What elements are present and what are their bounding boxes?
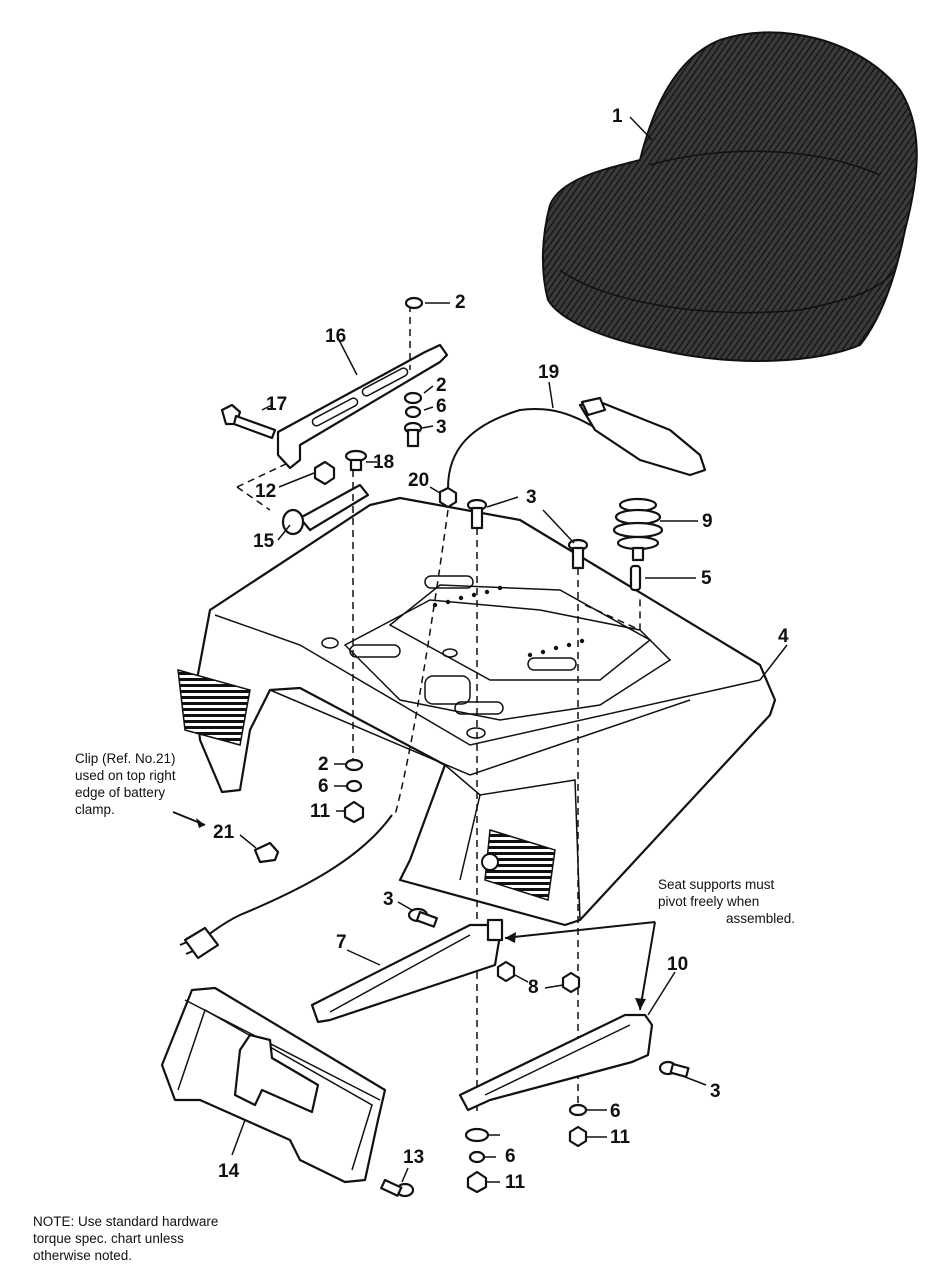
bolt [344,449,368,472]
callout-7: 7 [336,932,347,953]
bolt [403,421,423,448]
callout-8: 8 [528,977,539,998]
nut [313,460,336,486]
callout-6: 6 [436,396,447,417]
note-line: Clip (Ref. No.21) [75,751,176,766]
bolt [407,907,439,928]
leader-lines [231,116,788,1183]
callout-10: 10 [667,954,688,975]
callout-3: 3 [710,1081,721,1102]
bolt [380,1178,415,1198]
bolt [658,1060,690,1078]
callout-2: 2 [318,754,329,775]
seat-bracket [276,343,449,470]
callout-1: 1 [612,106,623,127]
nut [438,486,458,509]
callout-6: 6 [318,776,329,797]
callout-21: 21 [213,822,235,843]
note-line: NOTE: Use standard hardware [33,1214,219,1229]
note-line: used on top right [75,768,176,783]
callout-19: 19 [538,362,559,383]
callout-11: 11 [310,801,331,822]
callout-4: 4 [778,626,789,647]
callout-13: 13 [403,1147,424,1168]
washer [464,1127,490,1143]
note-line: pivot freely when [658,894,760,909]
callout-20: 20 [408,470,429,491]
battery-cover [160,986,387,1184]
clip-note: Clip (Ref. No.21) used on top right edge… [75,750,176,818]
callout-2: 2 [455,292,466,313]
seat-support-left [310,918,504,1024]
callout-5: 5 [701,568,712,589]
callout-2: 2 [436,375,447,396]
callout-9: 9 [702,511,713,532]
callout-17: 17 [266,394,287,415]
hardware-torque-note: NOTE: Use standard hardware torque spec.… [33,1213,218,1264]
note-line: assembled. [726,911,796,926]
nut [496,960,516,983]
nut [343,800,365,824]
washer [403,391,423,405]
nut [561,971,581,994]
callout-18: 18 [373,452,394,473]
washer [344,758,364,772]
lock-washer [345,779,363,793]
callout-11: 11 [505,1172,526,1193]
lock-washer [404,405,422,419]
seat-support-right [458,1013,654,1112]
callout-6: 6 [610,1101,621,1122]
note-line: Seat supports must [658,877,775,892]
callout-12: 12 [255,481,276,502]
seat-switch [447,396,707,489]
clip [253,841,280,864]
callout-14: 14 [218,1161,240,1182]
callout-3: 3 [526,487,537,508]
callout-3: 3 [436,417,447,438]
washer [404,296,424,310]
note-line: edge of battery [75,785,166,800]
callouts: 1 2 16 2 6 3 17 18 12 15 19 20 3 9 5 4 2… [213,106,789,1193]
note-line: clamp. [75,802,115,817]
nut [568,1125,588,1148]
note-line: otherwise noted. [33,1248,133,1263]
callout-15: 15 [253,531,275,552]
nut [466,1170,488,1194]
seat-spring [612,497,664,562]
callout-6: 6 [505,1146,516,1167]
callout-3: 3 [383,889,394,910]
seat [541,31,918,362]
bolt [466,498,488,530]
lock-washer [468,1150,486,1164]
callout-11: 11 [610,1127,631,1148]
washer [568,1103,588,1117]
bolt [220,403,277,440]
pin [629,564,642,592]
callout-16: 16 [325,326,346,347]
seat-supports-note: Seat supports must pivot freely when ass… [658,876,795,927]
note-line: torque spec. chart unless [33,1231,184,1246]
connector [179,926,220,960]
